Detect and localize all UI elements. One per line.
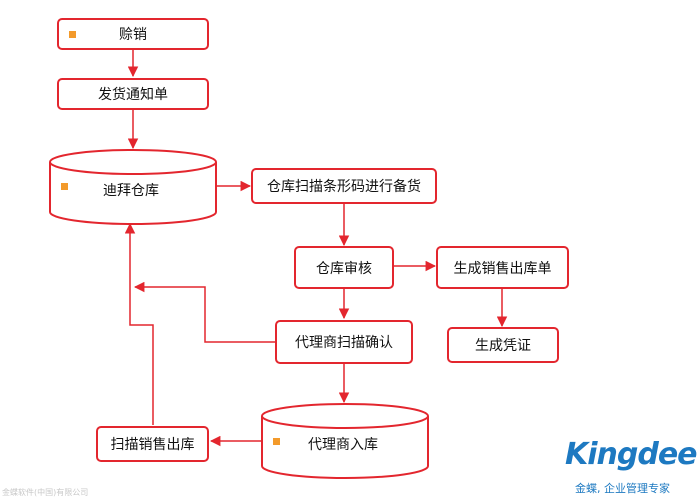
- node-delivery-notice: 发货通知单: [57, 78, 209, 110]
- node-agent-scan-confirm: 代理商扫描确认: [275, 320, 413, 364]
- node-scan-barcode: 仓库扫描条形码进行备货: [251, 168, 437, 204]
- node-credit-sale: 赊销: [57, 18, 209, 50]
- node-generate-outbound: 生成销售出库单: [436, 246, 569, 289]
- node-label: 赊销: [119, 27, 147, 43]
- brand-tagline: 金蝶, 企业管理专家: [575, 482, 670, 495]
- node-label: 代理商扫描确认: [295, 335, 393, 351]
- node-generate-voucher: 生成凭证: [447, 327, 559, 363]
- node-scan-sales-outbound: 扫描销售出库: [96, 426, 209, 462]
- node-label: 仓库扫描条形码进行备货: [267, 179, 421, 195]
- node-label: 发货通知单: [98, 87, 168, 103]
- node-dubai-warehouse-label: 迪拜仓库: [103, 183, 159, 199]
- arrow-10-3: [124, 222, 154, 425]
- kingdee-logo: Kingdee: [565, 437, 698, 472]
- node-label: 扫描销售出库: [110, 437, 195, 453]
- copyright-footnote: 金蝶软件(中国)有限公司: [2, 488, 89, 497]
- agent-warehouse-cylinder: [261, 403, 429, 479]
- node-agent-warehouse-label: 代理商入库: [308, 437, 378, 453]
- bullet-icon: [273, 438, 280, 445]
- node-label: 生成凭证: [475, 338, 531, 354]
- bullet-icon: [61, 183, 68, 190]
- node-label: 仓库审核: [316, 260, 372, 277]
- arrow-7-3: [133, 281, 275, 343]
- node-warehouse-review: 仓库审核: [294, 246, 394, 289]
- warehouse-cylinder: [49, 149, 217, 225]
- bullet-icon: [69, 31, 76, 38]
- node-label: 生成销售出库单: [453, 260, 552, 277]
